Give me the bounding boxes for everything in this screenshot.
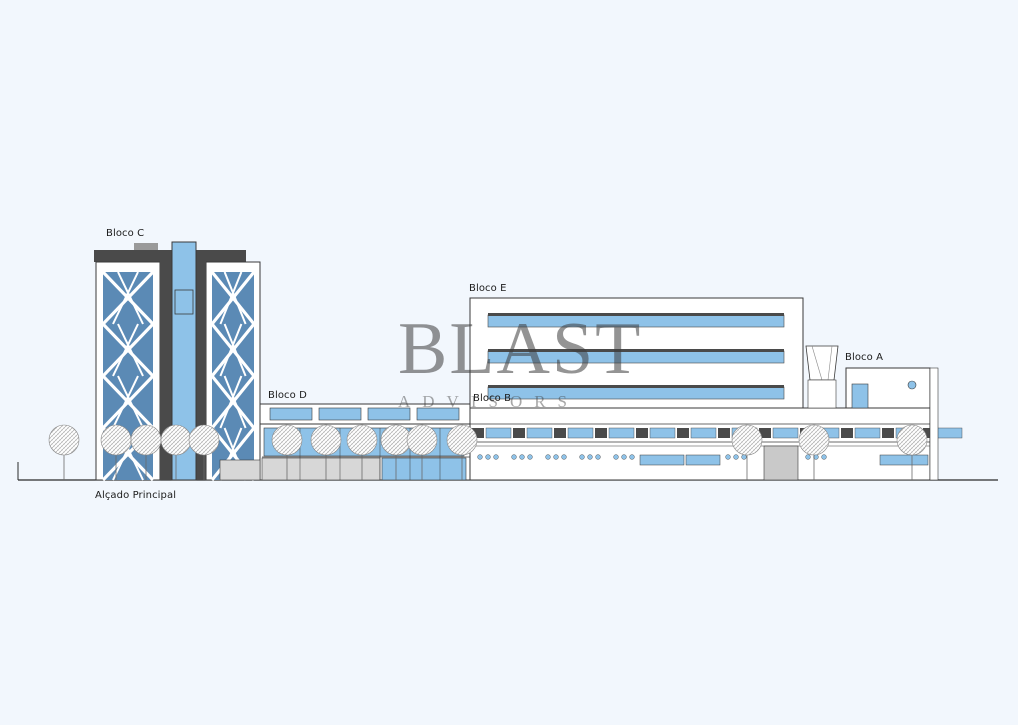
porthole-window bbox=[733, 454, 739, 460]
lattice-stroke bbox=[219, 323, 243, 377]
lattice-stroke bbox=[112, 271, 139, 325]
porthole-window bbox=[579, 454, 585, 460]
porthole-window bbox=[561, 454, 567, 460]
porthole-window bbox=[725, 454, 731, 460]
tree bbox=[188, 424, 220, 480]
lattice-stroke bbox=[101, 374, 155, 430]
porthole-window bbox=[519, 454, 525, 460]
dark-panel bbox=[718, 428, 730, 438]
band-window bbox=[690, 427, 717, 439]
tree bbox=[310, 424, 342, 480]
bloco-e-building bbox=[469, 297, 804, 409]
porthole-window bbox=[741, 454, 747, 460]
dark-panel bbox=[636, 428, 648, 438]
porthole-window bbox=[621, 454, 627, 460]
dark-panel bbox=[595, 428, 607, 438]
dark-panel bbox=[882, 428, 894, 438]
tree bbox=[731, 424, 763, 480]
trees-group bbox=[48, 424, 928, 480]
dark-panel bbox=[923, 428, 935, 438]
lattice-stroke bbox=[101, 322, 155, 378]
watermark-tagline: ADVISORS bbox=[398, 392, 580, 411]
dark-panel bbox=[472, 428, 484, 438]
lattice-stroke bbox=[210, 426, 256, 482]
tree bbox=[48, 424, 80, 480]
porthole-window bbox=[595, 454, 601, 460]
lattice-stroke bbox=[112, 375, 139, 429]
porthole-window bbox=[477, 454, 483, 460]
band-window bbox=[854, 427, 881, 439]
watermark-brand: BLAST bbox=[398, 308, 643, 390]
band-window bbox=[485, 427, 512, 439]
lattice-stroke bbox=[219, 375, 243, 429]
dark-panel bbox=[759, 428, 771, 438]
band-window bbox=[649, 427, 676, 439]
dark-panel bbox=[513, 428, 525, 438]
porthole-window bbox=[805, 454, 811, 460]
porthole-window bbox=[629, 454, 635, 460]
lattice-stroke bbox=[223, 271, 247, 325]
label-bloco-e: Bloco E bbox=[469, 283, 507, 294]
band-window bbox=[772, 427, 799, 439]
band-window bbox=[567, 427, 594, 439]
porthole-window bbox=[821, 454, 827, 460]
porthole-window bbox=[485, 454, 491, 460]
label-bloco-d: Bloco D bbox=[268, 390, 307, 401]
porthole-window bbox=[587, 454, 593, 460]
tree bbox=[271, 424, 303, 480]
lattice-stroke bbox=[223, 375, 247, 429]
porthole-window bbox=[493, 454, 499, 460]
dark-panel bbox=[554, 428, 566, 438]
porthole-window bbox=[613, 454, 619, 460]
lattice-stroke bbox=[223, 323, 247, 377]
band-window bbox=[608, 427, 635, 439]
lattice-stroke bbox=[117, 323, 144, 377]
porthole-window bbox=[553, 454, 559, 460]
lattice-stroke bbox=[210, 322, 256, 378]
tree bbox=[896, 424, 928, 480]
lattice-stroke bbox=[210, 374, 256, 430]
porthole-window bbox=[511, 454, 517, 460]
lattice-stroke bbox=[112, 323, 139, 377]
band-window bbox=[526, 427, 553, 439]
lattice-stroke bbox=[210, 270, 256, 326]
dark-panel bbox=[841, 428, 853, 438]
drawing-title: Alçado Principal bbox=[95, 490, 177, 501]
bloco-b-building bbox=[469, 407, 963, 481]
porthole-window bbox=[545, 454, 551, 460]
tree bbox=[798, 424, 830, 480]
tree bbox=[406, 424, 438, 480]
band-window bbox=[936, 427, 963, 439]
lattice-stroke bbox=[117, 375, 144, 429]
porthole-window bbox=[527, 454, 533, 460]
lattice-stroke bbox=[101, 270, 155, 326]
bloco-a-building bbox=[805, 345, 939, 481]
label-bloco-a: Bloco A bbox=[845, 352, 884, 363]
tree bbox=[446, 424, 478, 480]
lattice-stroke bbox=[219, 271, 243, 325]
dark-panel bbox=[677, 428, 689, 438]
label-bloco-c: Bloco C bbox=[106, 228, 145, 239]
lattice-stroke bbox=[117, 271, 144, 325]
tree bbox=[346, 424, 378, 480]
label-bloco-b: Bloco B bbox=[473, 393, 512, 404]
